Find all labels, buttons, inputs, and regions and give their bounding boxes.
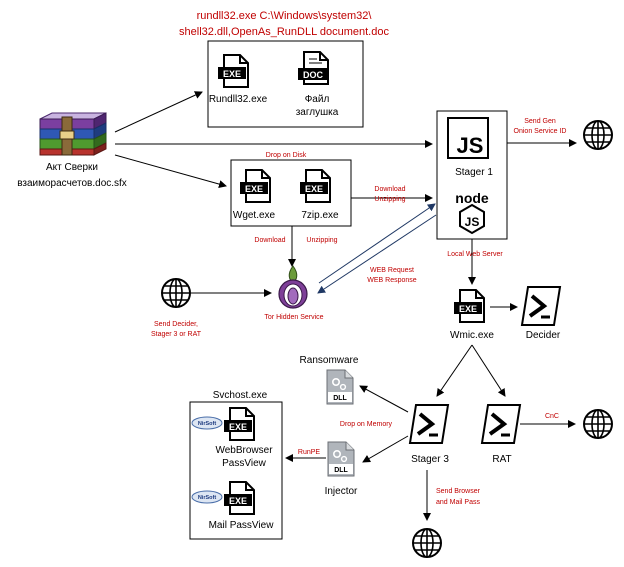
- globe-icon-cnc: [583, 409, 613, 439]
- 7zip-label: 7zip.exe: [301, 210, 339, 221]
- ransomware-dll-icon: [326, 369, 354, 405]
- mail-passview-exe-icon: [224, 482, 254, 514]
- stager3-label: Stager 3: [411, 454, 449, 465]
- 7zip-exe-icon: [300, 170, 330, 202]
- rundll-group-box: [207, 40, 364, 128]
- sfx-label-line2: взаиморасчетов.doc.sfx: [17, 178, 127, 189]
- globe-icon-decider-source: [161, 278, 191, 308]
- wget-exe-icon: [240, 170, 270, 202]
- drop-on-memory-label: Drop on Memory: [340, 421, 393, 428]
- webbrowser-label-line1: WebBrowser: [215, 445, 273, 456]
- runpe-label: RunPE: [298, 449, 321, 456]
- webbrowser-passview-exe-icon: [224, 408, 254, 440]
- sfx-label-line1: Акт Сверки: [46, 162, 98, 173]
- nirsoft-badge-webbrowser: NirSoft: [191, 416, 223, 430]
- svg-text:JS: JS: [465, 215, 480, 229]
- rundll-command-line1: rundll32.exe C:\Windows\system32\: [197, 10, 373, 22]
- send-decider-label-1: Send Decider,: [154, 321, 198, 328]
- stager3-powershell-icon: [408, 403, 450, 445]
- decider-label: Decider: [526, 330, 561, 341]
- download-unzipping-label-1: Download: [374, 186, 405, 193]
- injector-label: Injector: [325, 486, 358, 497]
- winrar-archive-icon: [39, 112, 107, 156]
- decider-powershell-icon: [520, 285, 562, 327]
- send-decider-label-2: Stager 3 or RAT: [151, 331, 202, 338]
- svg-text:node: node: [455, 190, 489, 206]
- rundll32-exe-icon: [218, 55, 248, 87]
- svg-text:DOC: DOC: [303, 70, 324, 80]
- rundll-command-line2: shell32.dll,OpenAs_RunDLL document.doc: [179, 26, 389, 38]
- globe-icon-exfil: [412, 528, 442, 558]
- mail-passview-label: Mail PassView: [209, 520, 275, 531]
- doc-label-line2: заглушка: [296, 107, 339, 118]
- stager1-label: Stager 1: [455, 167, 493, 178]
- tor-hidden-service-label: Tor Hidden Service: [264, 314, 323, 321]
- web-response-label: WEB Response: [367, 277, 417, 284]
- send-browser-label-2: and Mail Pass: [436, 499, 480, 506]
- svg-text:NirSoft: NirSoft: [198, 421, 217, 427]
- drop-on-disk-label: Drop on Disk: [266, 152, 307, 159]
- wmic-label: Wmic.exe: [450, 330, 494, 341]
- send-browser-label-1: Send Browser: [436, 488, 481, 495]
- arrow-web-request: [318, 203, 436, 284]
- webbrowser-label-line2: PassView: [222, 458, 267, 469]
- arrow-sfx-to-wget: [114, 154, 227, 188]
- nirsoft-badge-mailpass: NirSoft: [191, 490, 223, 504]
- js-icon: JS: [447, 117, 489, 159]
- injector-dll-icon: [327, 441, 355, 477]
- send-gen-label-2: Onion Service ID: [514, 128, 567, 135]
- doc-label-line1: Файл: [305, 94, 330, 105]
- download-label: Download: [254, 237, 285, 244]
- arrow-web-response: [317, 214, 437, 294]
- rat-powershell-icon: [480, 403, 522, 445]
- web-request-label: WEB Request: [370, 267, 414, 274]
- drop-on-disk-box: [230, 159, 352, 227]
- local-web-server-label: Local Web Server: [447, 251, 503, 258]
- download-unzipping-label-2: Unzipping: [374, 196, 405, 203]
- send-gen-label-1: Send Gen: [524, 118, 556, 125]
- arrow-wmic-to-stager3: [436, 344, 473, 397]
- rat-label: RAT: [492, 454, 511, 465]
- svg-text:NirSoft: NirSoft: [198, 495, 217, 501]
- arrow-stager3-to-injector: [362, 435, 409, 463]
- arrow-stager3-to-ransomware: [359, 385, 409, 413]
- globe-icon-onion-id: [583, 120, 613, 150]
- arrow-sfx-to-rundll: [114, 91, 203, 133]
- ransomware-label: Ransomware: [300, 355, 359, 366]
- rundll32-label: Rundll32.exe: [209, 94, 268, 105]
- nodejs-icon: node JS: [455, 190, 489, 235]
- svchost-box: [189, 401, 283, 540]
- unzipping-label: Unzipping: [306, 237, 337, 244]
- svg-text:JS: JS: [457, 133, 484, 158]
- cnc-label: CnC: [545, 413, 559, 420]
- svchost-label: Svchost.exe: [213, 390, 268, 401]
- doc-file-icon: DOC: [298, 51, 329, 85]
- arrow-wmic-to-rat: [471, 344, 506, 397]
- tor-onion-icon: [278, 265, 308, 309]
- wget-label: Wget.exe: [233, 210, 276, 221]
- wmic-exe-icon: [454, 290, 484, 322]
